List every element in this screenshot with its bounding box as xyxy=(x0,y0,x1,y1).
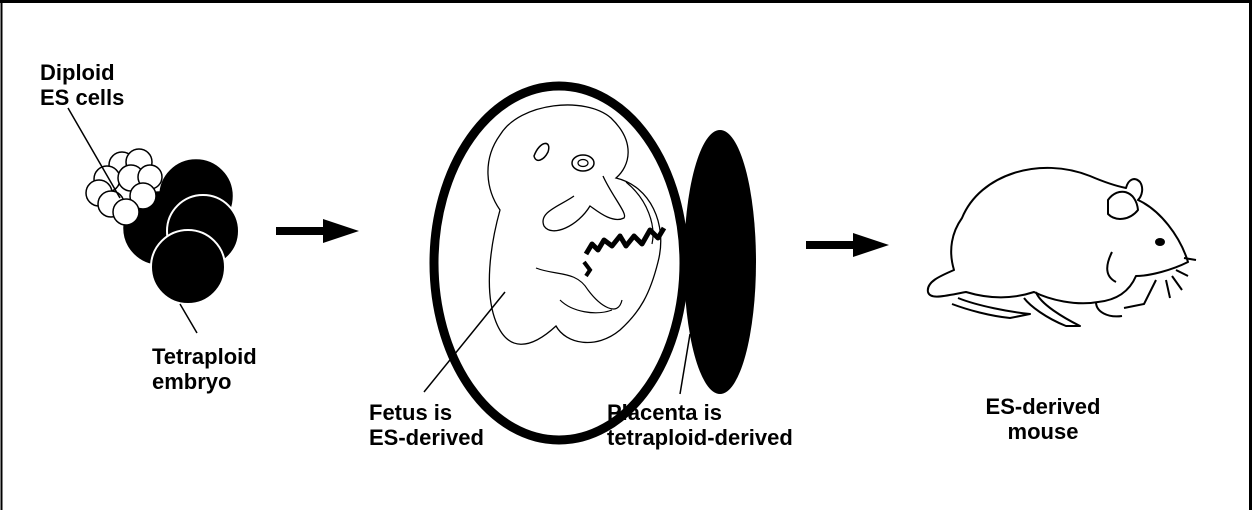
conceptus-icon xyxy=(434,86,756,440)
diploid-es-cells-label: Diploid ES cells xyxy=(40,60,124,110)
tetraploid-pointer-line xyxy=(180,304,197,333)
placenta-label: Placenta is tetraploid-derived xyxy=(607,400,793,450)
mouse-icon xyxy=(928,168,1196,326)
tetraploid-embryo-label: Tetraploid embryo xyxy=(152,344,257,394)
fetus-label: Fetus is ES-derived xyxy=(369,400,484,450)
mouse-eye xyxy=(1155,238,1165,246)
placenta-shape xyxy=(684,130,756,394)
right-arrow-icon xyxy=(806,233,889,257)
placenta-pointer-line xyxy=(680,334,690,394)
right-arrow-icon xyxy=(276,219,359,243)
aggregated-embryo-icon xyxy=(86,149,239,304)
es-derived-mouse-label: ES-derived mouse xyxy=(968,394,1118,444)
yolk-sac-shape xyxy=(434,86,684,440)
